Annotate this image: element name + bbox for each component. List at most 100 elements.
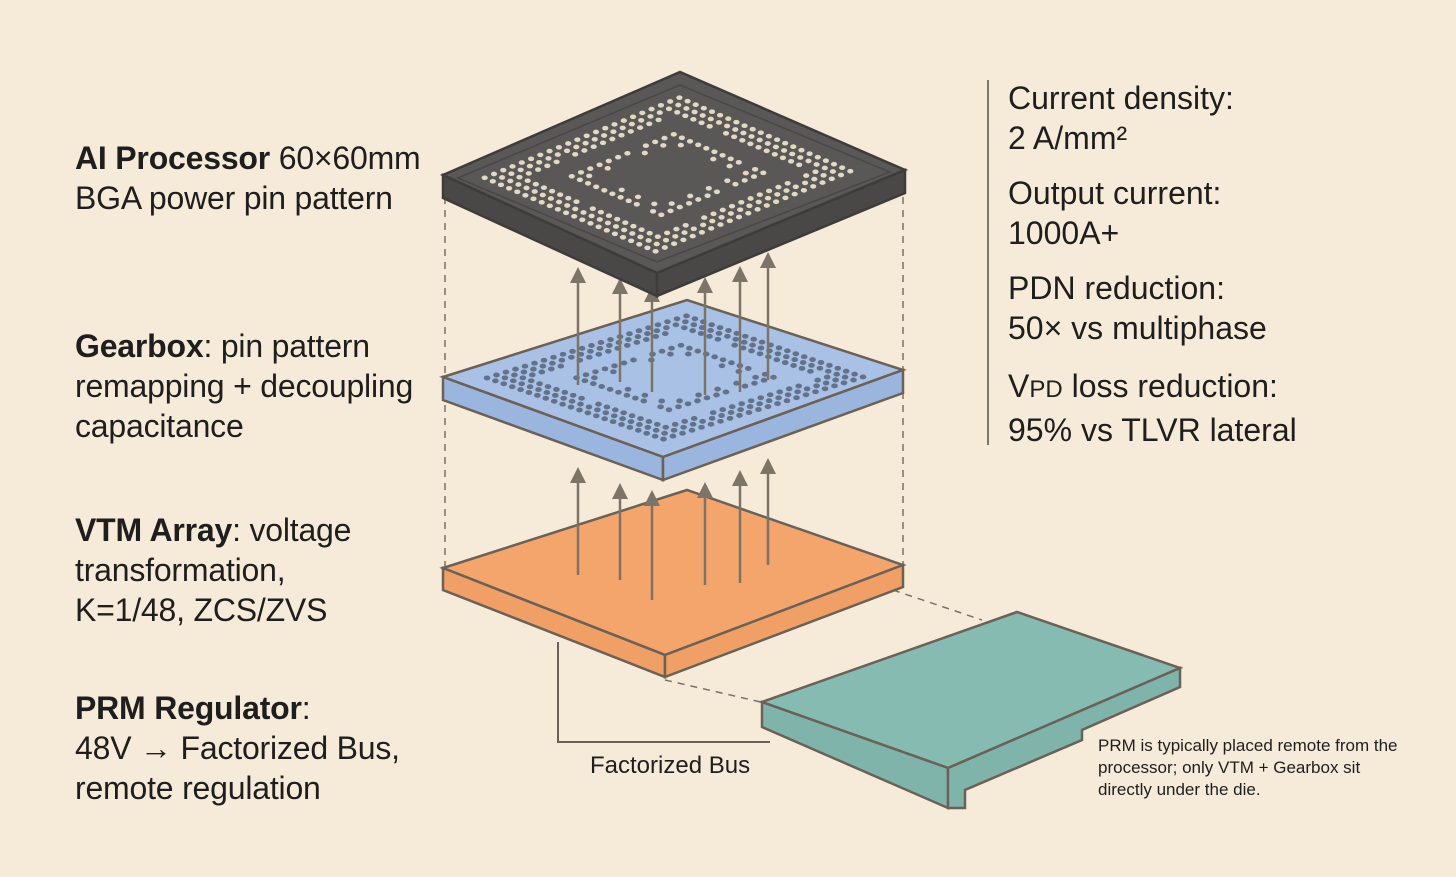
pin-pad (764, 404, 772, 410)
pin-pad (685, 351, 692, 357)
pin-pad (646, 121, 653, 127)
pin-pad (568, 173, 575, 179)
pin-pad (755, 407, 762, 412)
pin-pad (700, 222, 707, 228)
pin-pad (557, 192, 564, 198)
pin-pad (564, 203, 571, 208)
pin-pad (766, 188, 773, 194)
pin-pad (611, 231, 619, 237)
pin-pad (619, 416, 626, 422)
pin-pad (651, 201, 658, 207)
pin-pad (745, 366, 752, 371)
pin-pad (725, 116, 732, 122)
pin-pad (850, 377, 857, 383)
pin-pad (584, 180, 592, 186)
pin-pad (717, 112, 724, 118)
pin-pad (687, 193, 694, 199)
ai-processor-title: AI Processor (75, 140, 271, 176)
pin-pad (728, 360, 735, 366)
pin-pad (612, 224, 620, 229)
pin-pad (593, 413, 600, 419)
power-flow-arrowhead (612, 483, 628, 499)
gearbox-desc-2: remapping + decoupling (75, 368, 414, 404)
vtm-desc-1: : voltage (232, 512, 352, 548)
pin-pad (571, 213, 578, 219)
pin-pad (604, 220, 612, 226)
pin-pad (581, 148, 588, 153)
prm-title: PRM Regulator (75, 690, 302, 726)
pin-pad (752, 166, 759, 172)
pin-pad (665, 407, 673, 413)
pin-pad (798, 147, 805, 153)
pin-pad (803, 173, 810, 178)
pin-pad (779, 155, 787, 161)
pin-pad (735, 214, 743, 220)
spec-label: Current density: (1008, 80, 1234, 116)
pin-pad (688, 427, 696, 433)
pin-pad (597, 209, 605, 215)
pin-pad (629, 231, 636, 236)
pin-pad (489, 178, 496, 184)
spec-label: VPD loss reduction: (1008, 368, 1278, 404)
pin-pad (733, 119, 740, 125)
pin-pad (558, 357, 566, 363)
pin-pad (703, 395, 711, 401)
pin-pad (670, 427, 678, 433)
pin-pad (821, 165, 828, 171)
pin-pad (739, 345, 747, 351)
pin-pad (596, 217, 603, 222)
pin-pad (718, 413, 725, 418)
pin-pad (739, 137, 746, 143)
pin-pad (510, 378, 517, 384)
pin-pad (839, 165, 846, 171)
pin-pad (682, 113, 689, 119)
pin-pad (763, 148, 770, 154)
pin-pad (794, 389, 801, 395)
pin-pad (658, 348, 666, 354)
pin-pad (637, 234, 644, 240)
pin-pad (689, 421, 697, 427)
pin-pad (788, 158, 795, 164)
pin-pad (677, 342, 685, 348)
pin-pad (733, 330, 741, 336)
pin-pad (726, 415, 734, 421)
pin-pad (829, 169, 837, 174)
pin-pad (707, 421, 715, 427)
factorized-bus-label: Factorized Bus (590, 752, 751, 779)
pin-pad (602, 410, 610, 416)
gearbox-title: Gearbox (75, 328, 204, 364)
pin-pad (577, 170, 585, 175)
pin-pad (604, 165, 611, 171)
pin-pad (709, 410, 717, 416)
pin-pad (568, 398, 576, 404)
pin-pad (605, 158, 612, 164)
pin-pad (627, 129, 634, 134)
spec-divider (987, 80, 989, 445)
pin-pad (695, 197, 702, 202)
pin-pad (531, 360, 538, 366)
pin-pad (550, 398, 558, 404)
pin-pad (595, 224, 602, 230)
pin-pad (641, 150, 648, 156)
pin-pad (667, 99, 674, 104)
pin-pad (514, 189, 521, 195)
pin-pad (813, 383, 820, 389)
pin-pad (700, 105, 707, 111)
pin-pad (717, 222, 724, 227)
pin-pad (731, 342, 738, 348)
pin-pad (719, 407, 726, 413)
pin-pad (681, 418, 688, 424)
pin-pad (601, 416, 608, 422)
pin-pad (749, 126, 756, 132)
pin-pad (556, 199, 563, 205)
pin-pad (732, 127, 739, 132)
pin-pad (731, 134, 738, 140)
pin-pad (736, 412, 743, 418)
pin-pad (653, 241, 660, 247)
pin-pad (686, 138, 694, 144)
pin-pad (602, 125, 609, 131)
pin-pad (670, 131, 677, 137)
pin-pad (535, 167, 542, 172)
prm-desc-2: 48V → Factorized Bus, (75, 730, 400, 766)
pin-pad (527, 378, 535, 384)
